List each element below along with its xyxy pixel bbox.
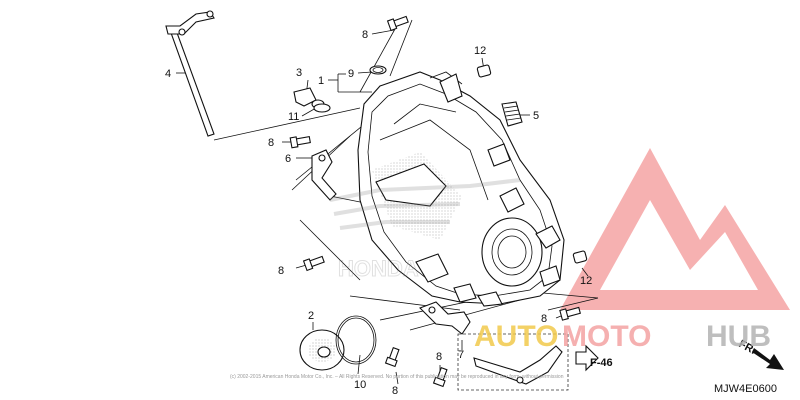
callout-2: 2	[308, 310, 314, 322]
callout-8-right: 8	[541, 313, 547, 325]
callout-8-left: 8	[268, 137, 274, 149]
detail-box	[457, 333, 599, 391]
callout-7: 7	[458, 349, 464, 361]
o-ring-part	[335, 315, 377, 365]
callout-12-right: 12	[580, 275, 592, 287]
lower-bracket	[419, 301, 471, 335]
copyright-text: (c) 2002-2015 American Honda Motor Co., …	[230, 374, 564, 380]
reference-label: F-46	[590, 357, 613, 369]
callout-9: 9	[348, 68, 354, 80]
callout-8-lower-left: 8	[278, 265, 284, 277]
callout-12-top: 12	[474, 45, 486, 57]
svg-text:HONDA: HONDA	[338, 256, 419, 281]
callout-8-bottom-b: 8	[392, 385, 398, 397]
callouts: 1 2 3 4 5 6 7 8 8 8 8 8 8 9 10 11 12 12 …	[165, 29, 777, 397]
callout-11: 11	[288, 111, 299, 123]
watermark-auto: AUTO	[474, 320, 558, 353]
watermark-moto: MOTO	[562, 320, 651, 353]
callout-5: 5	[533, 110, 539, 122]
watermark-logo	[560, 148, 790, 310]
watermark-hub: HUB	[706, 320, 771, 353]
cap-part	[299, 329, 345, 371]
callout-8-top: 8	[362, 29, 368, 41]
callout-4: 4	[165, 68, 171, 80]
bracket-part	[311, 149, 337, 201]
wing-watermark: HONDA	[329, 178, 521, 282]
diagram-code: MJW4E0600	[714, 383, 777, 395]
callout-8-bottom-a: 8	[436, 351, 442, 363]
callout-1: 1	[318, 75, 324, 87]
front-arrow	[752, 348, 784, 370]
watermark-text: AUTO MOTO HUB	[474, 320, 771, 353]
shift-shaft-part	[165, 10, 215, 137]
callout-10: 10	[354, 379, 366, 391]
callout-3: 3	[296, 67, 302, 79]
crankcase-cover: HONDA	[329, 71, 565, 307]
bolt-group	[289, 15, 581, 388]
callout-6: 6	[285, 153, 291, 165]
small-parts	[369, 64, 588, 264]
sensor-part	[293, 87, 331, 113]
